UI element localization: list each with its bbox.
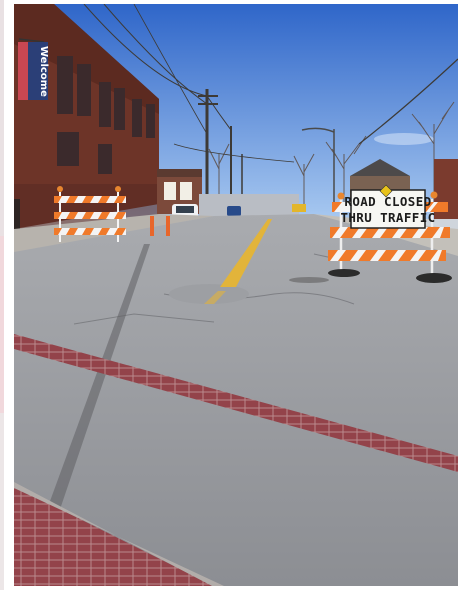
street-photo: Welcome xyxy=(14,4,458,586)
center-line xyxy=(220,219,272,287)
sign-line-2: THRU TRAFFIC xyxy=(340,210,435,225)
warning-sign xyxy=(379,184,393,198)
barricade-left xyxy=(54,186,170,242)
welcome-banner: Welcome xyxy=(18,38,49,100)
barricade-right: ROAD CLOSED THRU TRAFFIC xyxy=(328,189,452,283)
distant-truck xyxy=(292,204,306,212)
distant-street xyxy=(199,194,299,218)
banner-text: Welcome xyxy=(38,46,49,97)
left-edge-strip xyxy=(0,0,4,590)
street-scene: Welcome xyxy=(14,4,458,586)
brick-crosswalk-stripe xyxy=(14,334,458,472)
street-light xyxy=(301,127,335,209)
pole-shadow xyxy=(19,244,150,586)
sign-line-1: ROAD CLOSED xyxy=(344,194,431,209)
